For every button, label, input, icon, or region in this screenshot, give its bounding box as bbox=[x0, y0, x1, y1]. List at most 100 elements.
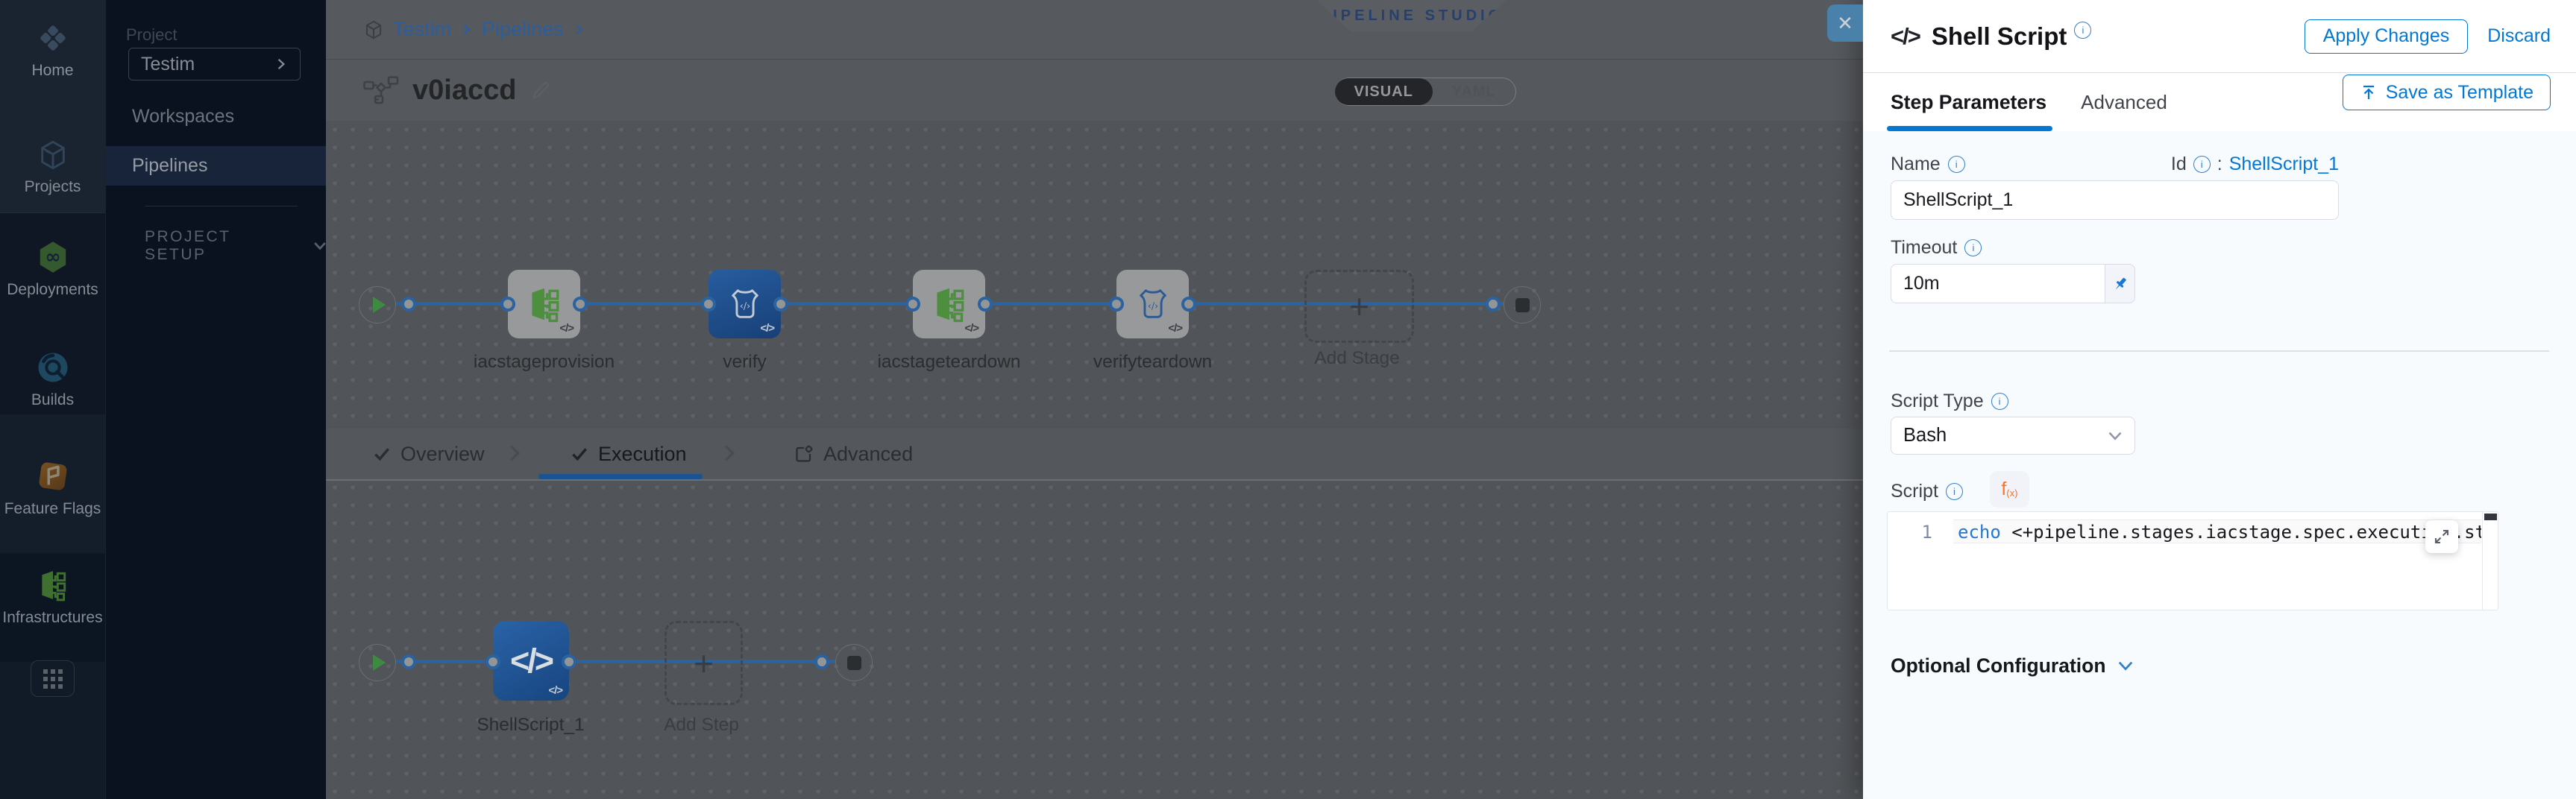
connector-ring bbox=[486, 654, 500, 669]
sidebar-item-home[interactable]: Home bbox=[0, 21, 105, 80]
connector-ring bbox=[500, 297, 515, 312]
execution-start-node[interactable] bbox=[359, 644, 396, 681]
section-divider bbox=[1889, 350, 2549, 352]
module-grid-button[interactable] bbox=[31, 660, 75, 697]
sidebar-item-workspaces[interactable]: Workspaces bbox=[132, 106, 235, 127]
toggle-visual[interactable]: VISUAL bbox=[1334, 78, 1433, 105]
panel-tabs: Step Parameters Advanced Save as Templat… bbox=[1863, 73, 2576, 131]
expand-editor-button[interactable] bbox=[2425, 520, 2458, 553]
name-input[interactable] bbox=[1891, 180, 2339, 220]
optional-configuration-toggle[interactable]: Optional Configuration bbox=[1891, 654, 2134, 678]
tab-step-parameters[interactable]: Step Parameters bbox=[1891, 90, 2047, 113]
add-stage-button[interactable]: + bbox=[1304, 270, 1414, 343]
fixed-value-pin-button[interactable] bbox=[2105, 264, 2135, 303]
tab-advanced[interactable]: Advanced bbox=[794, 429, 913, 479]
pipeline-title-bar: v0iaccd bbox=[326, 60, 1863, 121]
script-type-select[interactable]: Bash bbox=[1891, 417, 2135, 455]
info-icon[interactable]: i bbox=[2193, 156, 2211, 173]
panel-header: </> Shell Script i Apply Changes Discard bbox=[1863, 0, 2576, 73]
discard-button[interactable]: Discard bbox=[2487, 25, 2551, 46]
infrastructure-stage-icon bbox=[531, 288, 559, 323]
tab-overview[interactable]: Overview bbox=[373, 429, 485, 479]
stage-node-iacstageprovision[interactable]: </> bbox=[508, 270, 580, 338]
upload-template-icon bbox=[2363, 85, 2374, 99]
cube-icon bbox=[365, 20, 382, 39]
sidebar-item-builds[interactable]: Builds bbox=[0, 350, 105, 409]
editor-scrollbar-thumb[interactable] bbox=[2484, 514, 2497, 520]
chevron-down-icon bbox=[314, 242, 326, 250]
connector-ring bbox=[1181, 297, 1196, 312]
connector-ring bbox=[814, 654, 829, 669]
toggle-yaml[interactable]: YAML bbox=[1451, 83, 1496, 100]
expand-icon bbox=[2434, 529, 2449, 544]
sidebar-item-deployments[interactable]: ∞ Deployments bbox=[0, 240, 105, 299]
breadcrumb-bar: Testim Pipelines bbox=[326, 0, 1863, 60]
breadcrumb-project[interactable]: Testim bbox=[393, 18, 452, 40]
pipeline-canvas[interactable]: </> ‹/› </> </> ‹/› </> + bbox=[326, 121, 1863, 799]
sidebar-item-pipelines[interactable]: Pipelines bbox=[106, 146, 327, 186]
step-node-shellscript[interactable]: </> </> bbox=[493, 621, 569, 701]
tab-execution[interactable]: Execution bbox=[571, 429, 687, 479]
edit-pencil-icon[interactable] bbox=[530, 79, 552, 101]
info-icon[interactable]: i bbox=[1947, 156, 1965, 173]
line-number: 1 bbox=[1921, 522, 1932, 543]
pipeline-studio-badge: PIPELINE STUDIO bbox=[1316, 0, 1507, 31]
project-setup-toggle[interactable]: PROJECT SETUP bbox=[145, 228, 327, 264]
code-badge-icon: </> bbox=[1168, 322, 1183, 335]
expression-fx-button[interactable]: f(x) bbox=[1989, 471, 2029, 508]
stage-node-verify[interactable]: ‹/› </> bbox=[709, 270, 781, 338]
project-sidebar: Project Testim Workspaces Pipelines PROJ… bbox=[105, 0, 327, 799]
active-line-highlight bbox=[1953, 519, 2481, 543]
stage-node-iacstageteardown[interactable]: </> bbox=[913, 270, 985, 338]
pipeline-end-node[interactable] bbox=[1504, 286, 1541, 323]
step-id-group: Id i : ShellScript_1 bbox=[2170, 154, 2339, 174]
stage-label: verify bbox=[723, 352, 767, 372]
info-icon[interactable]: i bbox=[1991, 393, 2008, 410]
svg-text:‹/›: ‹/› bbox=[739, 300, 750, 312]
add-step-button[interactable]: + bbox=[665, 621, 743, 705]
connector-ring bbox=[978, 297, 993, 312]
close-drawer-button[interactable]: ✕ bbox=[1827, 4, 1863, 42]
timeout-input[interactable] bbox=[1891, 264, 2105, 303]
connector-ring bbox=[905, 297, 920, 312]
breadcrumb-separator bbox=[463, 24, 471, 35]
add-step-label: Add Step bbox=[664, 715, 739, 735]
svg-text:∞: ∞ bbox=[45, 246, 60, 268]
sidebar-item-feature-flags[interactable]: Feature Flags bbox=[0, 459, 105, 518]
sidebar-item-infrastructures[interactable]: Infrastructures bbox=[0, 568, 105, 627]
code-badge-icon: </> bbox=[964, 322, 979, 335]
apply-changes-button[interactable]: Apply Changes bbox=[2304, 19, 2469, 54]
builds-icon bbox=[36, 350, 70, 385]
flag-icon bbox=[36, 459, 70, 493]
execution-end-node[interactable] bbox=[835, 644, 873, 681]
info-icon[interactable]: i bbox=[1964, 239, 1982, 256]
breadcrumb-pipelines[interactable]: Pipelines bbox=[482, 18, 564, 40]
pipeline-title-group: v0iaccd bbox=[363, 75, 552, 107]
chevron-right-icon bbox=[509, 445, 521, 461]
script-code-editor[interactable]: 1 echo <+pipeline.stages.iacstage.spec.e… bbox=[1887, 511, 2498, 610]
svg-text:‹/›: ‹/› bbox=[1147, 300, 1157, 312]
shell-script-icon: </> bbox=[509, 641, 554, 680]
tab-advanced[interactable]: Advanced bbox=[2081, 90, 2167, 113]
code-line[interactable]: echo <+pipeline.stages.iacstage.spec.exe… bbox=[1958, 522, 2481, 543]
pipeline-start-node[interactable] bbox=[359, 286, 396, 323]
stage-label: iacstageprovision bbox=[473, 352, 615, 372]
stage-tab-strip: Overview Execution Advanced bbox=[326, 429, 1863, 481]
chevron-down-icon bbox=[2118, 661, 2132, 671]
save-as-template-button[interactable]: Save as Template bbox=[2342, 75, 2551, 110]
visual-yaml-toggle: VISUAL YAML bbox=[1334, 78, 1516, 106]
chevron-right-icon bbox=[724, 445, 735, 461]
info-icon[interactable]: i bbox=[1945, 483, 1963, 500]
project-selector[interactable]: Testim bbox=[128, 48, 301, 80]
sidebar-item-projects[interactable]: Projects bbox=[0, 139, 105, 196]
stage-node-verifyteardown[interactable]: ‹/› </> bbox=[1116, 270, 1189, 338]
step-id-value[interactable]: ShellScript_1 bbox=[2228, 154, 2339, 174]
info-icon[interactable]: i bbox=[2074, 22, 2092, 39]
connector-ring bbox=[1486, 297, 1501, 312]
code-badge-icon: </> bbox=[548, 684, 563, 697]
code-badge-icon: </> bbox=[559, 322, 574, 335]
